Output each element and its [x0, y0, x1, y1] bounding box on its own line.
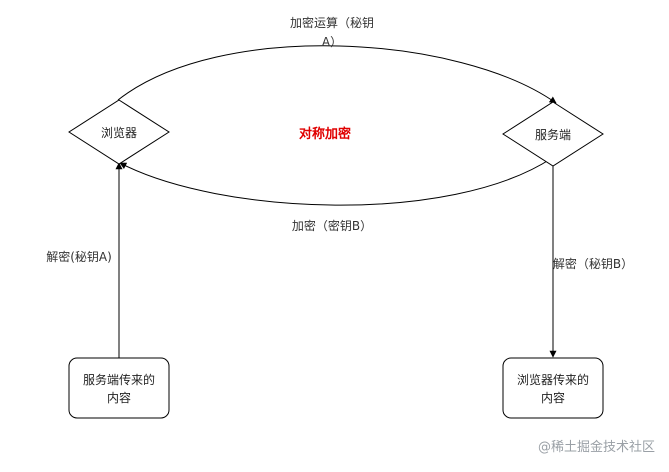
server-label: 服务端 [535, 127, 571, 142]
browser-label: 浏览器 [101, 125, 137, 140]
watermark-text: @稀土掘金技术社区 [538, 439, 655, 455]
server-content-label-line1: 服务端传来的 [83, 372, 155, 387]
browser-content-node: 浏览器传来的 内容 [502, 357, 604, 419]
server-content-node: 服务端传来的 内容 [68, 357, 170, 419]
encrypt-arc-bottom [119, 157, 553, 206]
symmetric-encryption-label: 对称加密 [299, 126, 351, 142]
server-content-box [68, 357, 170, 419]
browser-content-label-line1: 浏览器传来的 [517, 372, 589, 387]
encrypt-arc-top [117, 45, 557, 104]
right-edge-label: 解密（秘钥B） [553, 256, 633, 271]
bottom-edge-label: 加密（密钥B） [292, 218, 372, 233]
server-diamond [502, 101, 604, 167]
server-content-label-line2: 内容 [107, 390, 131, 405]
left-edge-label: 解密(秘钥A) [46, 249, 112, 264]
browser-content-label-line2: 内容 [541, 390, 565, 405]
browser-node: 浏览器 [68, 99, 170, 165]
server-node: 服务端 [502, 101, 604, 167]
top-edge-label-line1: 加密运算（秘钥 [290, 15, 374, 30]
browser-content-box [502, 357, 604, 419]
browser-diamond [68, 99, 170, 165]
top-edge-label-line2: A） [322, 35, 342, 49]
